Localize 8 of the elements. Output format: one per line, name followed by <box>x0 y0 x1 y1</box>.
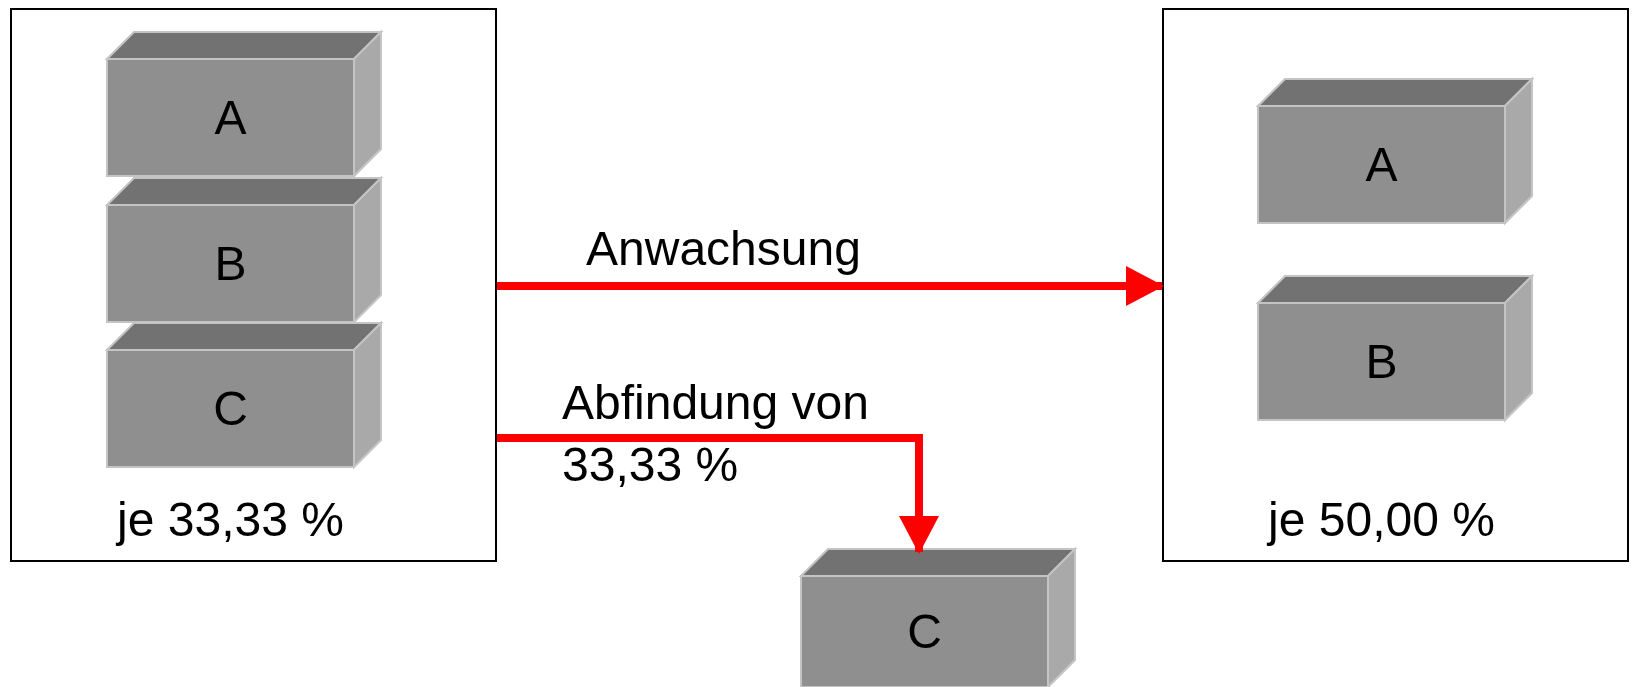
edge-label: Anwachsung <box>586 221 862 277</box>
arrow <box>497 266 1164 306</box>
frame-box <box>1162 8 1629 562</box>
share-label: je 33,33 % <box>117 492 344 548</box>
share-label: je 50,00 % <box>1268 492 1495 548</box>
frame-box <box>10 8 497 562</box>
arrow <box>497 434 939 554</box>
edge-label: Abfindung von 33,33 % <box>562 375 870 493</box>
